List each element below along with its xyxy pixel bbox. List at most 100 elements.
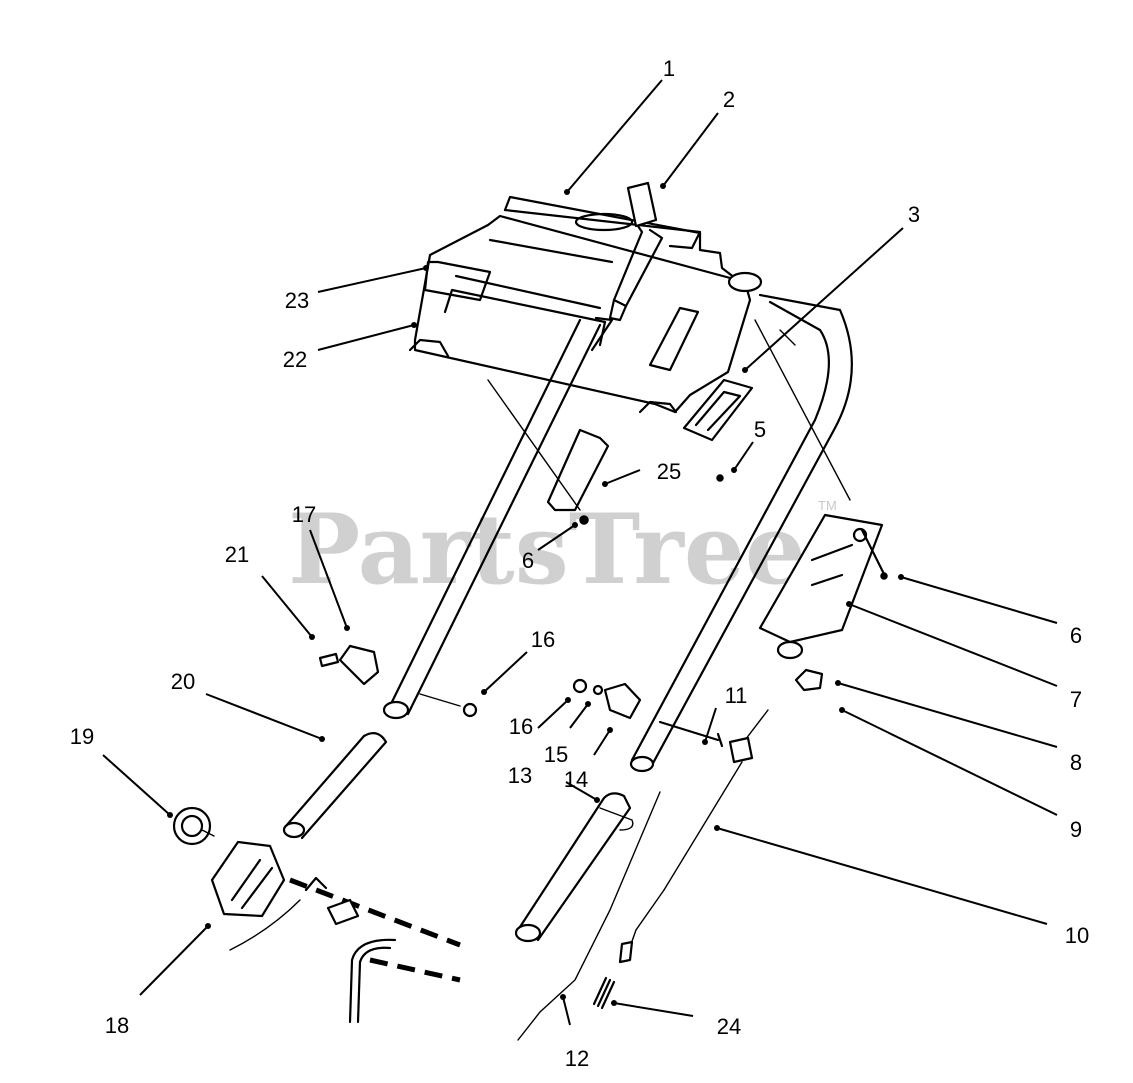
handle-clamp — [546, 428, 610, 512]
callout-number-6: 6 — [1070, 623, 1082, 648]
callout-leader-19 — [102, 754, 171, 816]
screw-21 — [318, 652, 340, 668]
lower-handle — [514, 792, 634, 943]
callout-dot-17 — [344, 625, 350, 631]
callout-leader-2 — [662, 112, 719, 187]
callout-leader-1 — [566, 79, 663, 193]
callout-dot-25 — [602, 481, 608, 487]
callout-leader-12 — [562, 996, 571, 1026]
callout-dot-11 — [702, 739, 708, 745]
callout-dot-21 — [309, 634, 315, 640]
washer-15 — [592, 684, 604, 696]
assembly-guide-line — [487, 379, 581, 511]
callout-number-20: 20 — [171, 669, 195, 694]
callout-number-17: 17 — [292, 502, 316, 527]
grip-tube — [282, 731, 388, 840]
callout-number-3: 3 — [908, 202, 920, 227]
callout-dot-12 — [560, 994, 566, 1000]
callout-leader-18 — [139, 925, 209, 996]
callout-number-8: 8 — [1070, 750, 1082, 775]
screw-6-right — [860, 528, 888, 580]
callout-dot-8 — [835, 680, 841, 686]
callout-dot-18 — [205, 923, 211, 929]
spring — [592, 976, 616, 1010]
bracket-plate — [682, 378, 754, 442]
callout-leader-17 — [309, 529, 348, 629]
callout-number-24: 24 — [717, 1014, 741, 1039]
callout-number-13: 13 — [508, 763, 532, 788]
callout-number-11: 11 — [725, 683, 748, 708]
callout-dot-16 — [565, 697, 571, 703]
callout-number-12: 12 — [565, 1046, 589, 1071]
callout-number-6: 6 — [522, 548, 534, 573]
callout-leader-9 — [841, 709, 1058, 816]
callout-number-10: 10 — [1065, 923, 1089, 948]
callout-leader-24 — [613, 1002, 694, 1017]
callout-number-18: 18 — [105, 1013, 129, 1038]
callout-dot-16 — [481, 689, 487, 695]
screw-6-left — [579, 515, 589, 525]
watermark-trademark: TM — [818, 498, 837, 513]
right-upper-handle — [629, 293, 853, 773]
callout-leader-6 — [900, 576, 1058, 624]
callout-number-21: 21 — [225, 542, 249, 567]
callout-leader-13 — [565, 781, 598, 801]
callout-leader-7 — [848, 603, 1058, 687]
knob — [172, 806, 215, 846]
callout-dot-9 — [839, 707, 845, 713]
callout-leader-20 — [205, 693, 323, 740]
drive-cable — [517, 791, 661, 1041]
callout-leader-16 — [537, 699, 569, 729]
lower-frame-dashed — [289, 876, 461, 1024]
callout-dot-6 — [898, 574, 904, 580]
callout-number-9: 9 — [1070, 817, 1082, 842]
callout-number-16: 16 — [509, 714, 533, 739]
control-cable — [618, 709, 769, 964]
callout-dot-24 — [611, 1000, 617, 1006]
callout-leader-21 — [261, 575, 313, 638]
callout-leader-8 — [837, 682, 1058, 748]
callout-dot-20 — [319, 736, 325, 742]
callout-leader-25 — [604, 469, 641, 485]
bracket-14 — [603, 682, 642, 720]
callout-leader-11 — [704, 707, 717, 743]
callout-number-19: 19 — [70, 724, 94, 749]
callout-dot-6 — [572, 522, 578, 528]
callout-dot-22 — [411, 322, 417, 328]
callout-number-22: 22 — [283, 347, 307, 372]
callout-leader-10 — [716, 827, 1048, 925]
callout-dot-23 — [423, 265, 429, 271]
lever-housing — [210, 840, 301, 951]
watermark-text: PartsTree — [288, 493, 806, 606]
callout-dot-13 — [594, 797, 600, 803]
callout-dot-1 — [564, 189, 570, 195]
callout-number-25: 25 — [657, 459, 681, 484]
nut-16-right — [572, 678, 588, 694]
cable-guide-bracket — [758, 513, 884, 660]
callout-dot-15 — [585, 701, 591, 707]
callout-number-16: 16 — [531, 627, 555, 652]
callout-leader-22 — [317, 324, 415, 351]
nut-16-left — [462, 702, 478, 718]
callout-number-1: 1 — [663, 56, 675, 81]
callout-leader-15 — [569, 703, 589, 729]
callout-leader-23 — [317, 267, 427, 293]
callout-number-15: 15 — [544, 742, 568, 767]
callout-number-7: 7 — [1070, 687, 1082, 712]
callout-dot-5 — [731, 467, 737, 473]
callout-number-2: 2 — [723, 87, 735, 112]
assembly-guide-line — [754, 319, 851, 501]
callout-leader-14 — [593, 729, 611, 756]
left-upper-handle — [382, 318, 602, 720]
callout-dot-14 — [607, 727, 613, 733]
assembly-guide-line — [419, 693, 461, 707]
control-panel — [408, 195, 763, 414]
callout-dot-3 — [742, 367, 748, 373]
callout-dot-10 — [714, 825, 720, 831]
callout-dot-7 — [846, 601, 852, 607]
shift-lever — [590, 181, 664, 352]
callout-number-5: 5 — [754, 417, 766, 442]
clip-17 — [338, 644, 380, 686]
